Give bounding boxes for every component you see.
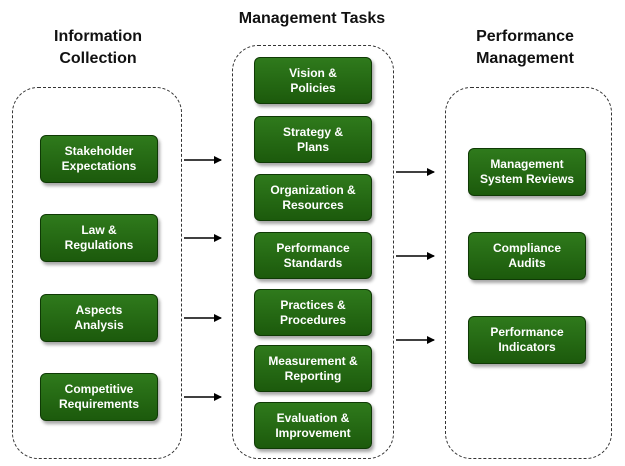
- heading-management-tasks: Management Tasks: [238, 10, 386, 27]
- stakeholder-expectations-box: Stakeholder Expectations: [40, 135, 158, 183]
- practices-procedures-box: Practices & Procedures: [254, 289, 372, 336]
- measurement-reporting-box: Measurement & Reporting: [254, 345, 372, 392]
- performance-indicators-box: Performance Indicators: [468, 316, 586, 364]
- performance-standards-box: Performance Standards: [254, 232, 372, 279]
- heading-information-collection: Information Collection: [54, 28, 142, 67]
- competitive-requirements-box: Competitive Requirements: [40, 373, 158, 421]
- aspects-analysis-box: Aspects Analysis: [40, 294, 158, 342]
- evaluation-improvement-box: Evaluation & Improvement: [254, 402, 372, 449]
- heading-performance-management: Performance Management: [476, 28, 574, 67]
- strategy-plans-box: Strategy & Plans: [254, 116, 372, 163]
- organization-resources-box: Organization & Resources: [254, 174, 372, 221]
- management-tasks-group: [232, 45, 394, 459]
- compliance-audits-box: Compliance Audits: [468, 232, 586, 280]
- management-system-reviews-box: Management System Reviews: [468, 148, 586, 196]
- law-regulations-box: Law & Regulations: [40, 214, 158, 262]
- vision-policies-box: Vision & Policies: [254, 57, 372, 104]
- information-collection-group: [12, 87, 182, 459]
- performance-management-group: [445, 87, 612, 459]
